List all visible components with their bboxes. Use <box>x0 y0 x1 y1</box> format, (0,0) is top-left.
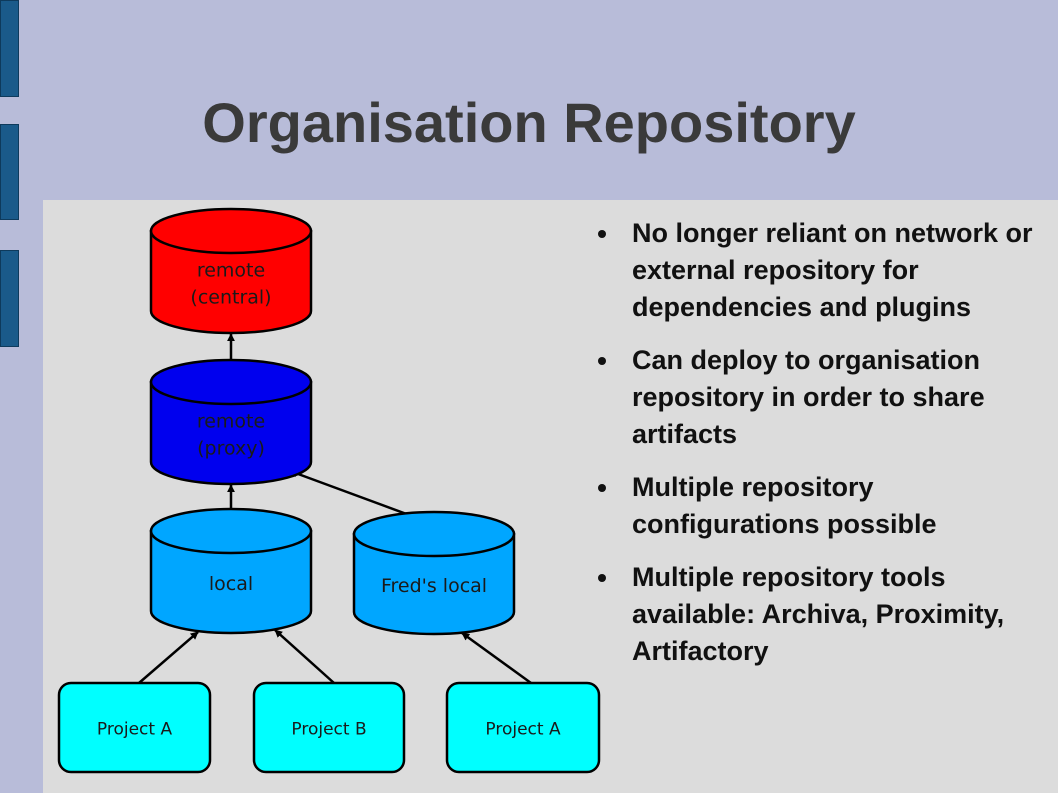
edge-project-a-1-to-local <box>138 631 199 684</box>
repo-body <box>352 532 516 636</box>
decorative-bar-2 <box>0 124 19 220</box>
repo-remote-proxy: remote (proxy) <box>149 358 313 486</box>
repo-local: local <box>149 507 313 635</box>
repo-label: (central) <box>190 287 271 309</box>
bullet-text: Can deploy to organisation repository in… <box>632 345 985 449</box>
repo-body <box>149 529 313 635</box>
bullet-dot-icon <box>598 574 606 582</box>
bullet-item: Can deploy to organisation repository in… <box>596 342 1056 453</box>
project-project-b: Project B <box>252 681 406 774</box>
repo-top <box>352 510 516 558</box>
repo-label: local <box>209 573 253 595</box>
bullet-item: Multiple repository configurations possi… <box>596 469 1056 543</box>
repo-top <box>149 507 313 555</box>
project-label: Project B <box>291 720 366 740</box>
edge-project-b-to-local <box>274 629 335 684</box>
bullet-dot-icon <box>598 484 606 492</box>
diagram-nodes: remote (central) remote (proxy) local Fred's … <box>57 207 601 774</box>
project-box <box>252 681 406 774</box>
project-project-a-2: Project A <box>445 681 601 774</box>
bullet-text: Multiple repository tools available: Arc… <box>632 562 1005 666</box>
project-label: Project A <box>97 720 173 740</box>
project-project-a-1: Project A <box>57 681 212 774</box>
slide-title: Organisation Repository <box>202 91 856 154</box>
bullet-list: No longer reliant on network or external… <box>596 215 1056 686</box>
repo-label: remote <box>197 411 265 433</box>
decorative-bar-1 <box>0 0 19 97</box>
project-box <box>57 681 212 774</box>
repo-body <box>149 229 313 335</box>
repo-remote-central: remote (central) <box>149 207 313 335</box>
repo-label: Fred's local <box>381 575 487 597</box>
edge-project-a-2-to-freds-local <box>461 631 532 685</box>
bullet-text: No longer reliant on network or external… <box>632 218 1033 322</box>
repo-freds-local: Fred's local <box>352 510 516 636</box>
bullet-dot-icon <box>598 357 606 365</box>
repo-top <box>149 207 313 255</box>
bullet-dot-icon <box>598 230 606 238</box>
repo-top <box>149 358 313 406</box>
repo-body <box>149 380 313 486</box>
project-label: Project A <box>485 720 561 740</box>
decorative-bar-3 <box>0 250 19 347</box>
repo-label: (proxy) <box>197 438 265 460</box>
repo-label: remote <box>197 260 265 282</box>
project-box <box>445 681 601 774</box>
bullet-item: Multiple repository tools available: Arc… <box>596 559 1056 670</box>
bullet-item: No longer reliant on network or external… <box>596 215 1056 326</box>
bullet-text: Multiple repository configurations possi… <box>632 472 937 539</box>
